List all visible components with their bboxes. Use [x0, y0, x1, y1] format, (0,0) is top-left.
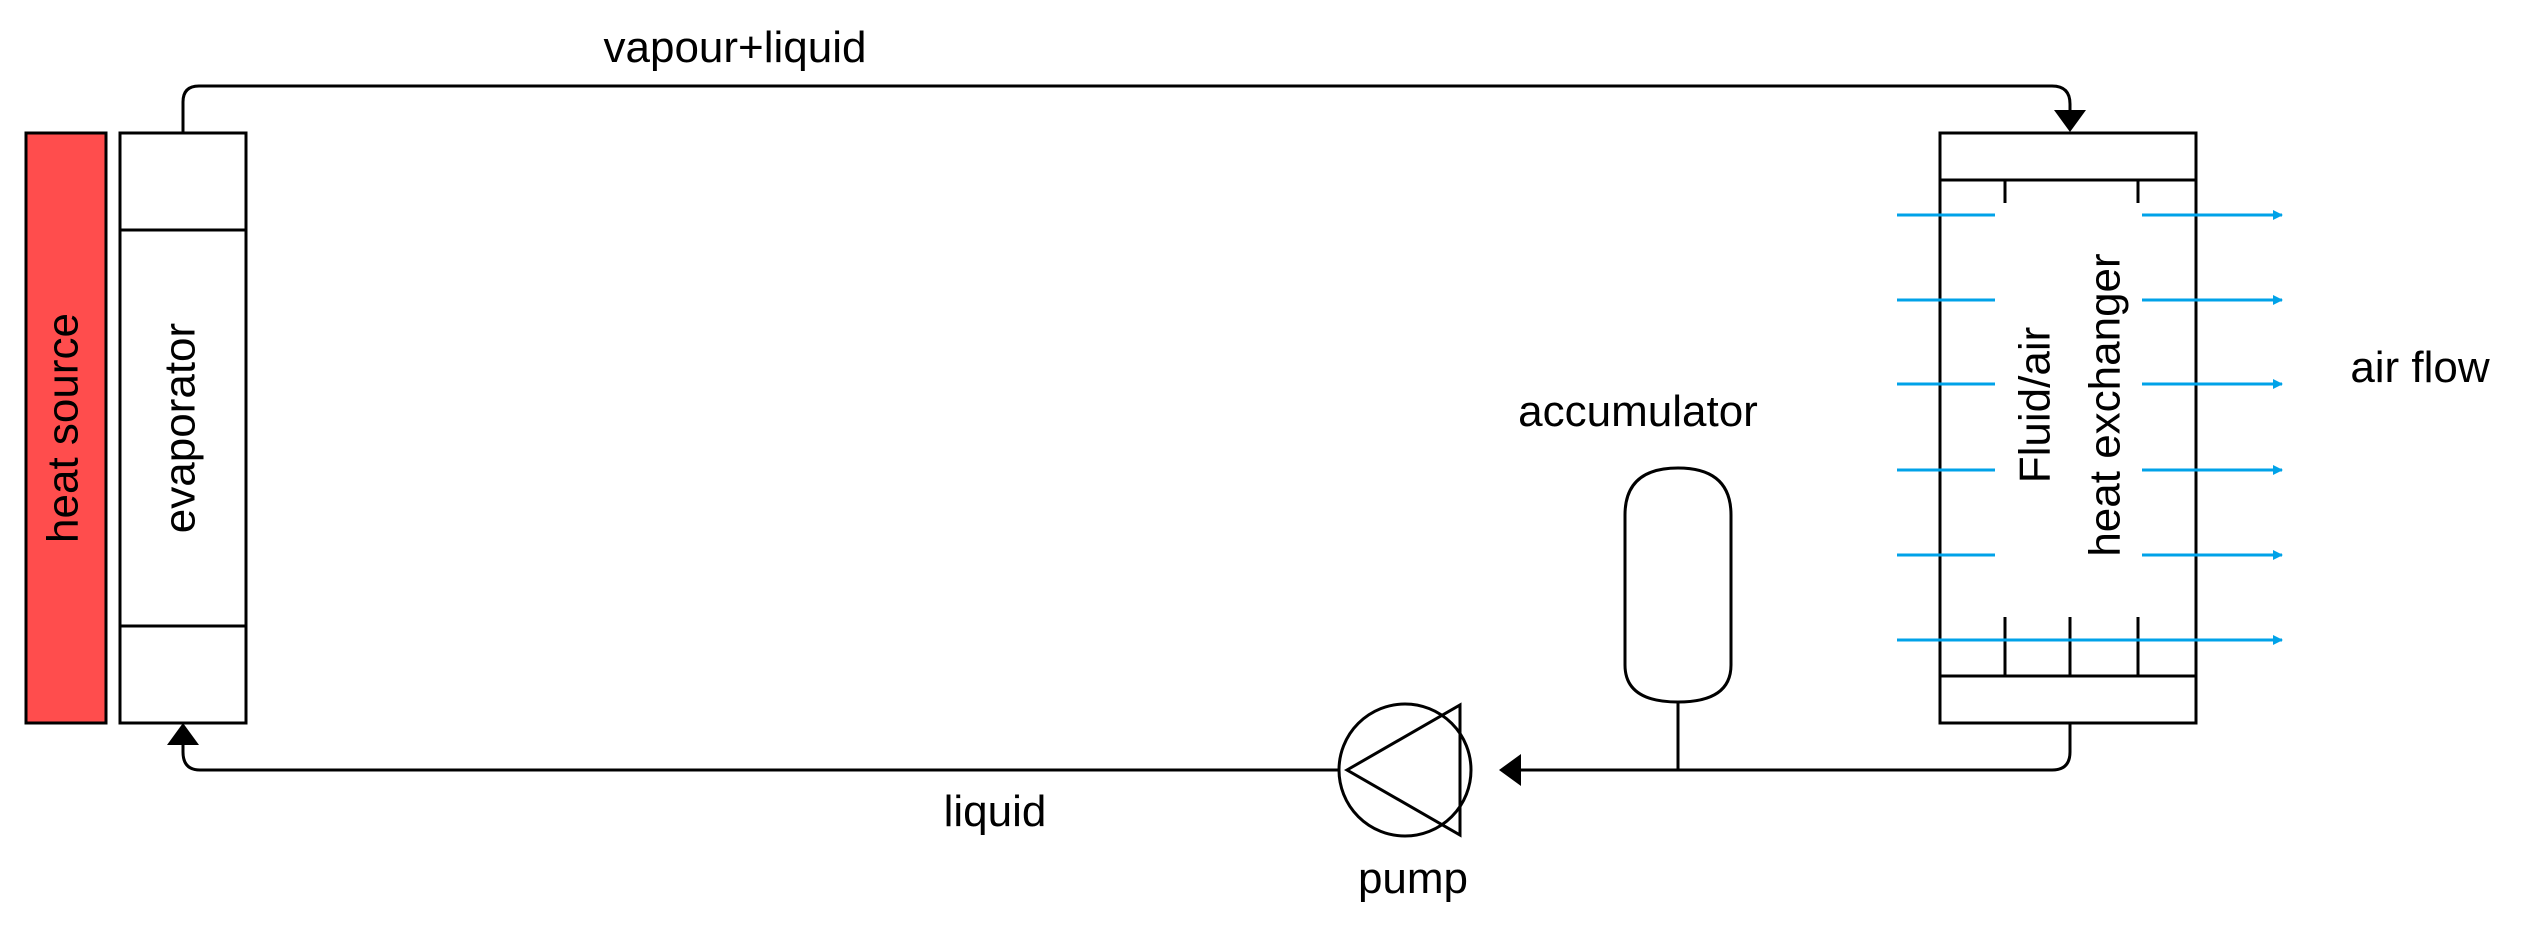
- vapour-liquid-arrowhead: [2054, 110, 2086, 132]
- liquid-label: liquid: [944, 787, 1047, 836]
- pump-triangle: [1343, 702, 1462, 838]
- evaporator-label: evaporator: [156, 323, 205, 533]
- vapour-liquid-line: [181, 84, 2072, 133]
- accumulator-vessel: [1623, 466, 1733, 704]
- heat-exchanger-block: [1938, 131, 2198, 725]
- air-flow-arrows: [1897, 210, 2283, 645]
- heat-source-label: heat source: [39, 313, 88, 543]
- pump-inlet-arrowhead: [1499, 754, 1521, 786]
- hx-label-line2: heat exchanger: [2081, 253, 2130, 556]
- air-flow-label: air flow: [2350, 343, 2490, 392]
- hx-label-line1: Fluid/air: [2011, 327, 2060, 484]
- heat-source-block: [24, 131, 108, 725]
- hx-return-line: [1525, 723, 2072, 772]
- accumulator-label: accumulator: [1518, 387, 1758, 436]
- liquid-arrowhead: [167, 723, 199, 745]
- liquid-line: [181, 744, 1339, 772]
- pump-label: pump: [1358, 854, 1468, 903]
- vapour-liquid-label: vapour+liquid: [604, 23, 867, 72]
- pump-symbol: [1337, 702, 1473, 838]
